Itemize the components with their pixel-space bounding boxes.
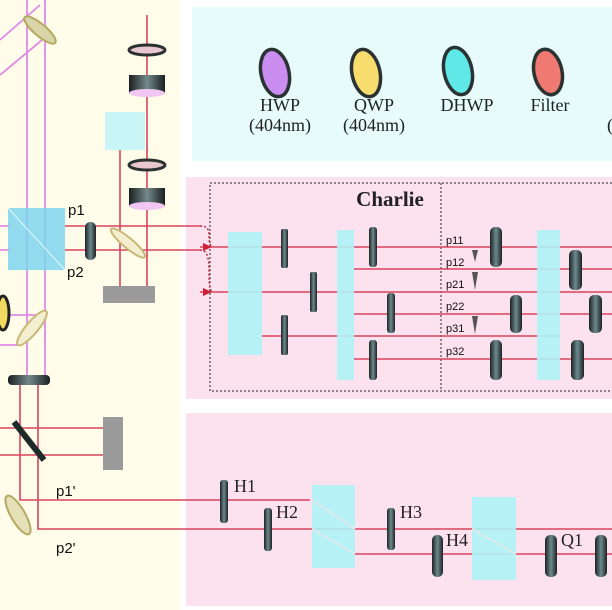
waveplate-h3 — [387, 508, 395, 550]
arrow-head — [203, 288, 212, 296]
bottom-optics: H1 H2 H3 H4 Q1 — [220, 476, 607, 580]
charlie-title: Charlie — [356, 187, 424, 211]
mirror — [11, 420, 47, 462]
beam-displacer — [472, 497, 516, 580]
waveplate-q1 — [545, 535, 557, 577]
legend-item-hwp: HWP (404nm) — [249, 47, 311, 136]
left-panel — [0, 0, 180, 610]
beam-displacer — [228, 232, 262, 355]
source-optics: p1 p2 p1' p2' — [0, 0, 612, 557]
mirror — [23, 15, 57, 45]
label-p1: p1 — [68, 202, 85, 219]
label-h2: H2 — [276, 502, 298, 522]
mirror — [109, 227, 147, 259]
arrow-head — [203, 243, 212, 251]
legend-cut-label: ( — [607, 115, 612, 136]
path-label-p21: p21 — [446, 279, 464, 291]
filter-icon — [531, 47, 565, 97]
label-p2-prime: p2' — [56, 540, 76, 557]
legend-sublabel: (404nm) — [249, 115, 311, 136]
legend-label: DHWP — [441, 95, 494, 115]
label-p1-prime: p1' — [56, 483, 76, 500]
legend-item-qwp: QWP (404nm) — [343, 47, 405, 136]
waveplate-icon — [441, 45, 475, 97]
legend-item-dhwp: DHWP — [441, 45, 494, 115]
path-label-p31: p31 — [446, 323, 464, 335]
beam-splitter — [105, 112, 145, 150]
path-label-p32: p32 — [446, 346, 464, 358]
legend-item-filter: Filter — [531, 47, 570, 115]
label-p2: p2 — [67, 264, 84, 281]
mirror — [4, 494, 32, 536]
legend: HWP (404nm) QWP (404nm) DHWP Filter ( — [249, 45, 612, 136]
path-label-p22: p22 — [446, 301, 464, 313]
path-labels: p11 p12 p21 p22 p31 p32 — [446, 235, 464, 358]
legend-label: QWP — [354, 95, 394, 115]
legend-sublabel: (404nm) — [343, 115, 405, 136]
path-label-p12: p12 — [446, 257, 464, 269]
waveplate-icon — [258, 47, 292, 99]
beam-dump — [103, 286, 155, 303]
lens — [0, 294, 11, 332]
label-h1: H1 — [234, 476, 256, 496]
mirror — [16, 309, 48, 347]
beam-dump — [103, 417, 123, 470]
label-h4: H4 — [446, 530, 468, 550]
bottom-panel — [186, 413, 612, 606]
waveplate-h2 — [264, 508, 272, 551]
label-h3: H3 — [400, 502, 422, 522]
waveplate — [85, 222, 96, 260]
path-label-p11: p11 — [446, 235, 464, 247]
charlie-waveplates — [281, 227, 602, 380]
legend-label: Filter — [531, 95, 570, 115]
waveplate-h4 — [432, 535, 443, 577]
beam-displacer — [337, 230, 354, 380]
waveplate-icon — [349, 47, 383, 99]
waveplate — [595, 535, 607, 577]
label-q1: Q1 — [561, 530, 583, 550]
waveplate-h1 — [220, 480, 228, 523]
legend-label: HWP — [260, 95, 300, 115]
beam-displacer — [537, 230, 560, 380]
beam-displacer — [312, 485, 355, 568]
